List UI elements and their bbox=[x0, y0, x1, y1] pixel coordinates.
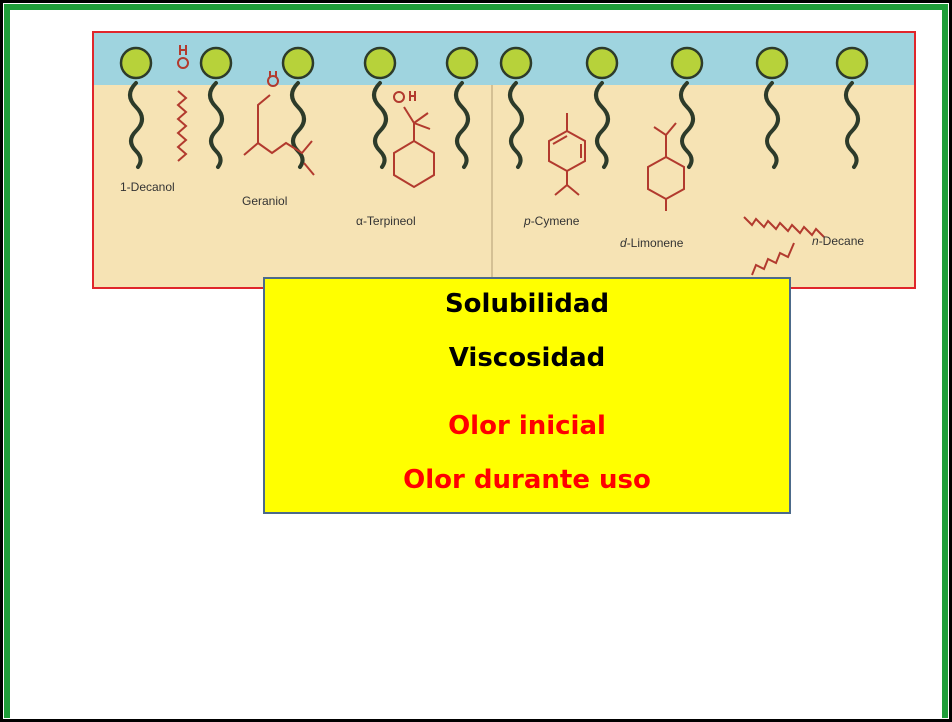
membrane-illustration: 1-Decanol Geraniol α-Terpineol p-Cymene … bbox=[94, 33, 914, 287]
label-terpineol: α-Terpineol bbox=[356, 214, 416, 228]
membrane-figure: 1-Decanol Geraniol α-Terpineol p-Cymene … bbox=[92, 31, 916, 289]
decanol-molecule bbox=[176, 45, 190, 162]
lipid-tails bbox=[128, 81, 860, 169]
limonene-molecule bbox=[647, 122, 685, 211]
slide-green-frame bbox=[4, 4, 948, 718]
label-decane: n-Decane bbox=[812, 234, 864, 248]
lipid-heads bbox=[119, 46, 869, 80]
label-cymene: p-Cymene bbox=[523, 214, 580, 228]
geraniol-molecule bbox=[243, 71, 315, 176]
label-limonene: d-Limonene bbox=[620, 236, 684, 250]
label-limonene-name: -Limonene bbox=[627, 236, 684, 250]
label-cymene-prefix: p bbox=[523, 214, 531, 228]
label-cymene-name: -Cymene bbox=[531, 214, 580, 228]
decane-molecule bbox=[743, 216, 825, 276]
solubility-text: Solubilidad bbox=[444, 289, 610, 319]
label-geraniol: Geraniol bbox=[242, 194, 287, 208]
viscosity-text: Viscosidad bbox=[448, 343, 606, 373]
cymene-molecule bbox=[548, 113, 586, 196]
initial-odor-text: Olor inicial bbox=[448, 411, 606, 441]
properties-callout: Solubilidad Viscosidad Olor inicial Olor… bbox=[263, 277, 791, 514]
label-decane-name: -Decane bbox=[819, 234, 865, 248]
label-limonene-prefix: d bbox=[620, 236, 627, 250]
odor-during-use-text: Olor durante uso bbox=[403, 465, 651, 495]
label-decanol: 1-Decanol bbox=[120, 180, 175, 194]
label-decane-prefix: n bbox=[812, 234, 819, 248]
terpineol-molecule bbox=[393, 91, 435, 189]
